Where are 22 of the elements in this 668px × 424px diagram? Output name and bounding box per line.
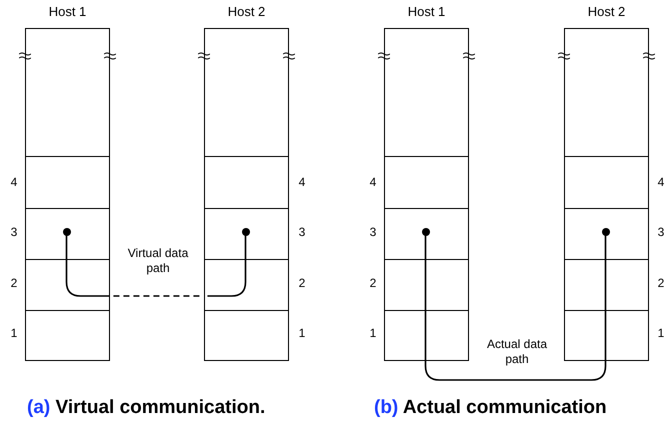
figure-caption: (b) Actual communication: [374, 396, 607, 420]
layer-number: 3: [298, 225, 306, 239]
layer-number: 4: [10, 175, 18, 189]
layer-number: 3: [656, 225, 666, 239]
layer-number: 2: [368, 276, 378, 290]
host-label: Host 1: [408, 4, 446, 21]
layer-number: 1: [656, 326, 666, 340]
layer-number: 1: [298, 326, 306, 340]
host-label: Host 1: [48, 4, 86, 21]
layer-number: 2: [298, 276, 306, 290]
host-label: Host 2: [588, 4, 626, 21]
layer-number: 3: [368, 225, 378, 239]
layer-number: 4: [656, 175, 666, 189]
figure-caption: (a) Virtual communication.: [27, 396, 266, 420]
layer-number: 2: [10, 276, 18, 290]
layer-number: 1: [368, 326, 378, 340]
layer-number: 2: [656, 276, 666, 290]
layer-number: 3: [10, 225, 18, 239]
host-label: Host 2: [228, 4, 266, 21]
layer-number: 4: [298, 175, 306, 189]
layer-number: 4: [368, 175, 378, 189]
layer-number: 1: [10, 326, 18, 340]
